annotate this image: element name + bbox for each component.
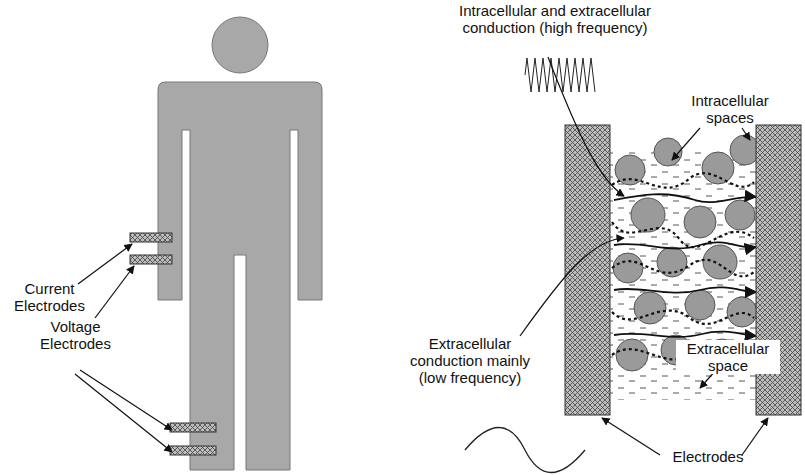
cell [725,200,755,230]
cell [616,339,648,371]
cell [613,253,643,283]
cell [684,206,716,238]
low-frequency-wave [465,428,585,473]
cell [654,138,682,166]
cell [703,245,737,279]
plate-electrodes [565,125,801,415]
callout-label: Intracellular spaces [680,92,780,126]
callout-label: Current Electrodes [2,280,97,314]
body-electrodes [130,233,216,455]
callout-label: Extracellular conduction mainly (low fre… [395,335,545,386]
human-figure [158,17,322,470]
callout-label: Extracellular space [676,340,780,374]
heading-label: Intracellular and extracellular conducti… [445,2,665,36]
cell [685,290,715,320]
cell [702,152,734,184]
cell [657,247,687,277]
cell [631,198,665,232]
callout-label: Voltage Electrodes [28,318,123,352]
callout-label: Electrodes [658,448,758,465]
cell [634,292,666,324]
